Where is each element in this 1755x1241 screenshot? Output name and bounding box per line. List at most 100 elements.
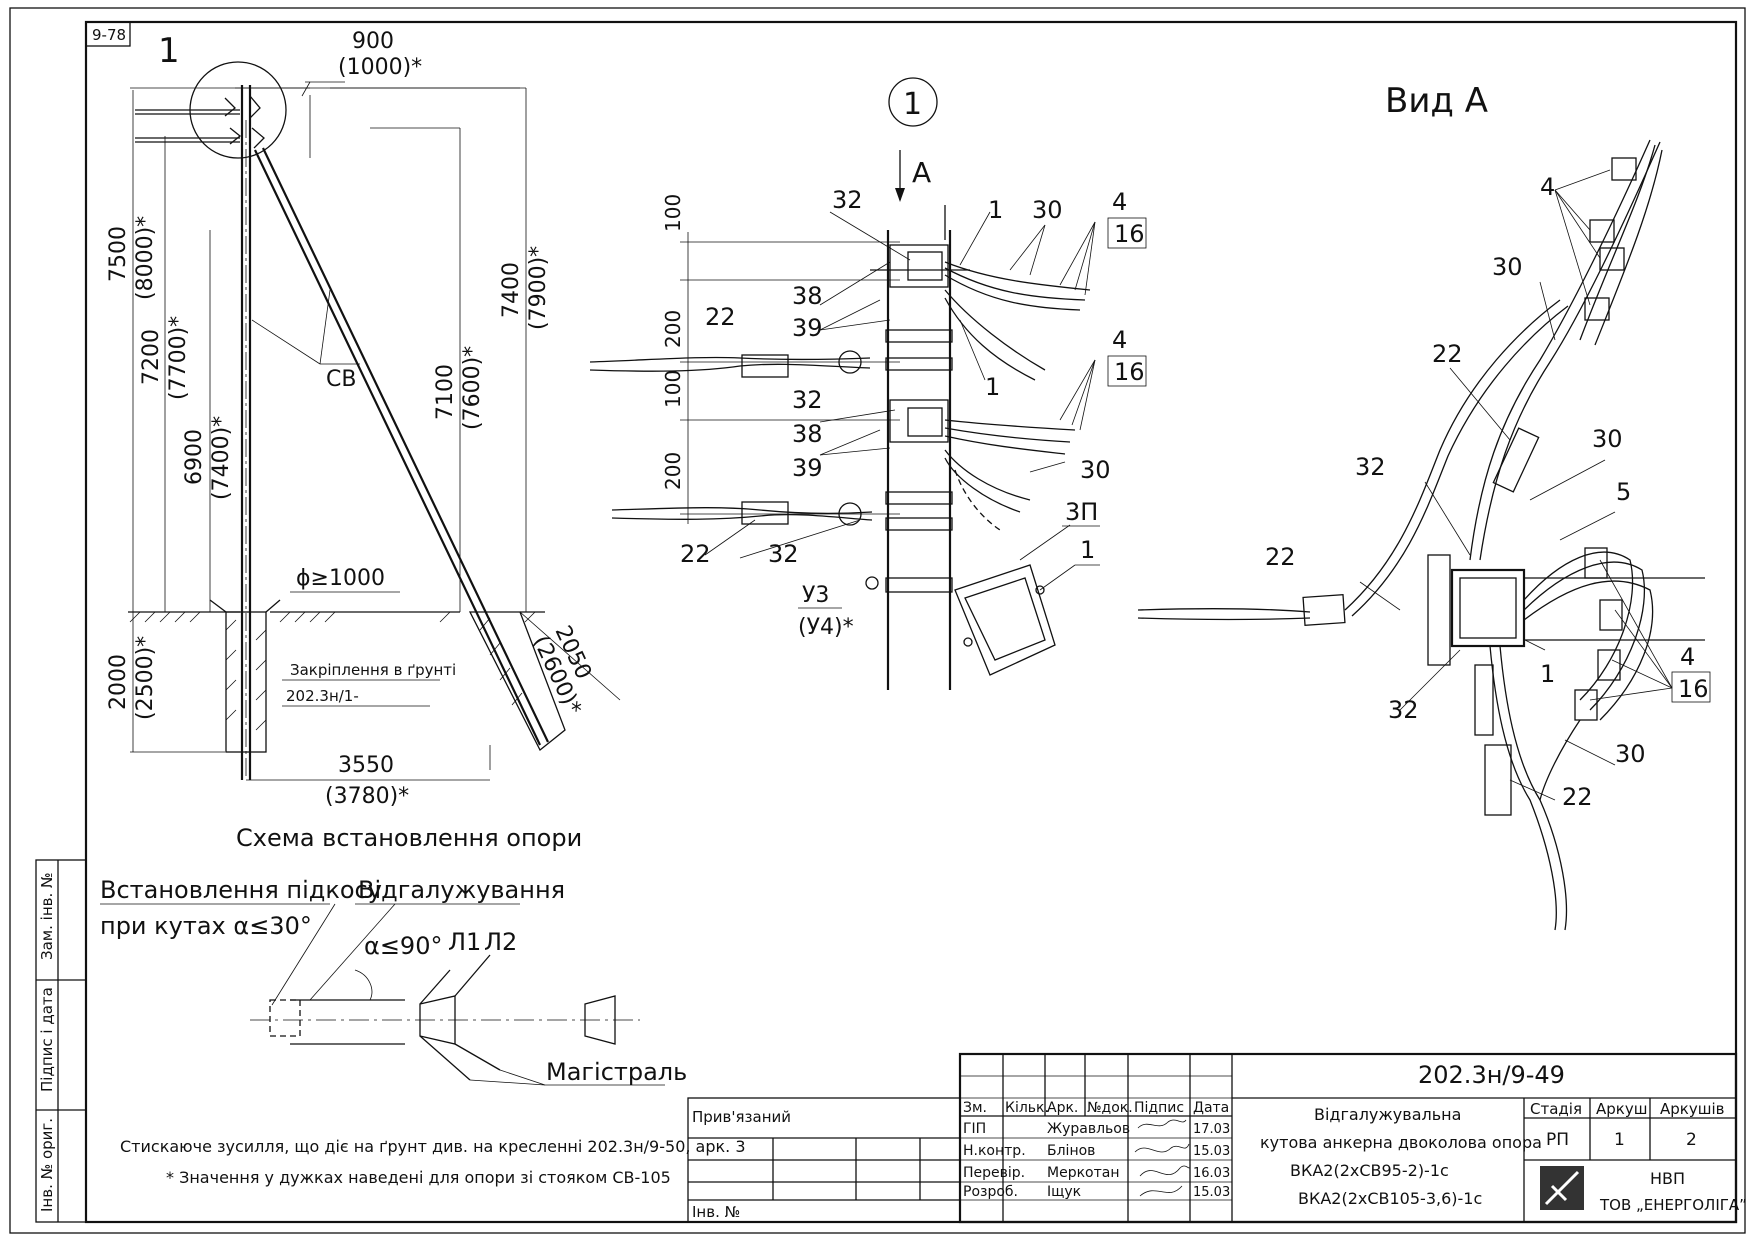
stamp-desc-1: кутова анкерна двоколова опора	[1260, 1133, 1542, 1152]
view-part-30-b: 30	[1592, 425, 1623, 453]
stamp-date-2: 16.03	[1193, 1166, 1230, 1181]
angle-sketches: Встановлення підкосу при кутах α≤30° Від…	[100, 876, 687, 1086]
stamp-name-2: Меркотан	[1047, 1165, 1120, 1181]
note-2: * Значення у дужках наведені для опори з…	[166, 1168, 671, 1187]
title-block: Прив'язаний Інв. № Зм. Кільк. Арк. №док.…	[687, 1052, 1747, 1224]
strut-title-1: Встановлення підкосу	[100, 876, 382, 904]
detail-dim-3: 100	[661, 370, 685, 408]
view-part-4-a: 4	[1540, 173, 1555, 201]
part-39-b: 39	[792, 454, 823, 482]
cv-label: СВ	[326, 367, 356, 392]
part-30-a: 30	[1032, 196, 1063, 224]
stamp-date-1: 15.03	[1193, 1144, 1230, 1159]
anchor-note-2: 202.3н/1-	[286, 687, 359, 705]
dim-pit: ϕ≥1000	[296, 566, 385, 591]
stamp-role-1: Н.контр.	[963, 1143, 1026, 1159]
part-1-a: 1	[988, 196, 1003, 224]
stamp-date-0: 17.03	[1193, 1122, 1230, 1137]
stamp-desc-3: ВКА2(2хСВ105-3,6)-1с	[1298, 1189, 1482, 1208]
dim-top-w-alt: (1000)*	[338, 55, 422, 80]
part-3p: 3П	[1065, 498, 1098, 526]
scheme-callout: 1	[158, 31, 180, 71]
inner-frame	[84, 20, 1738, 1224]
view-part-22-a: 22	[1432, 340, 1463, 368]
stamp-desc-0: Відгалужувальна	[1314, 1105, 1461, 1124]
view-part-30-a: 30	[1492, 253, 1523, 281]
dim-h4-alt: (7900)*	[526, 246, 551, 330]
stamp-date-3: 15.03	[1193, 1185, 1230, 1200]
strut-title-2: при кутах α≤30°	[100, 912, 312, 940]
view-a: Вид А	[1137, 81, 1711, 931]
dim-base-alt: (3780)*	[325, 784, 409, 809]
part-32-a: 32	[832, 186, 863, 214]
l1-label: Л1	[448, 928, 481, 956]
note-1: Стискаюче зусилля, що діє на ґрунт див. …	[120, 1137, 746, 1156]
stamp-desc-2: ВКА2(2хСВ95-2)-1с	[1290, 1161, 1449, 1180]
dim-h4: 7400	[499, 262, 524, 318]
scheme-title: Схема встановлення опори	[236, 824, 582, 852]
anchor-note-1: Закріплення в ґрунті	[290, 661, 456, 679]
stamp-sheet: 1	[1614, 1130, 1625, 1150]
stamp-stage-h: Стадія	[1530, 1100, 1582, 1118]
stamp-h-zm: Зм.	[963, 1100, 987, 1116]
stamp-sheet-h: Аркуш	[1596, 1100, 1647, 1118]
main-line-label: Магістраль	[546, 1058, 687, 1086]
alpha-label: α≤90°	[364, 932, 442, 960]
part-22-b: 22	[680, 540, 711, 568]
dim-h1: 7500	[106, 226, 131, 282]
dim-h2-alt: (7700)*	[166, 316, 191, 400]
part-30-b: 30	[1080, 456, 1111, 484]
dim-h2: 7200	[139, 329, 164, 385]
dim-h1-alt: (8000)*	[133, 216, 158, 300]
stamp-inv: Інв. №	[692, 1203, 740, 1221]
part-38-b: 38	[792, 420, 823, 448]
view-part-5: 5	[1616, 478, 1631, 506]
org-1: НВП	[1650, 1169, 1685, 1188]
view-part-22-b: 22	[1265, 543, 1296, 571]
side-pidpys: Підпис і дата	[38, 987, 56, 1092]
branch-title: Відгалужування	[358, 876, 565, 904]
detail-dim-4: 200	[661, 452, 685, 490]
view-part-32-b: 32	[1388, 696, 1419, 724]
side-stamp: Зам. інв. № Підпис і дата Інв. № ориг.	[35, 859, 87, 1223]
u3-label: У3	[802, 583, 829, 608]
u4-label: (У4)*	[798, 615, 854, 640]
part-32-c: 32	[768, 540, 799, 568]
dim-h3: 6900	[182, 429, 207, 485]
outer-border	[9, 7, 1746, 1234]
detail-circle-label: 1	[903, 87, 922, 122]
detail-1: 1 А	[589, 77, 1147, 690]
dim-depth-alt: (2500)*	[133, 636, 158, 720]
part-22-a: 22	[705, 303, 736, 331]
stamp-role-3: Розроб.	[963, 1184, 1018, 1200]
l2-label: Л2	[484, 928, 517, 956]
view-a-title: Вид А	[1385, 81, 1488, 121]
dim-h5-alt: (7600)*	[460, 346, 485, 430]
part-1-b: 1	[985, 373, 1000, 401]
view-arrow-label: А	[912, 156, 931, 189]
stamp-sheets-h: Аркушів	[1660, 1100, 1724, 1118]
sheet-ref: 9-78	[92, 26, 126, 44]
stamp-pryviaz: Прив'язаний	[692, 1108, 791, 1126]
stamp-role-0: ГІП	[963, 1121, 986, 1137]
stamp-name-3: Іщук	[1047, 1184, 1081, 1200]
dim-h5: 7100	[433, 364, 458, 420]
signatures	[1134, 1119, 1191, 1197]
stamp-name-1: Блінов	[1047, 1143, 1095, 1159]
stamp-name-0: Журавльов	[1047, 1121, 1130, 1137]
stamp-h-kilk: Кільк.	[1005, 1100, 1049, 1116]
part-4-b: 4	[1112, 326, 1127, 354]
view-part-32-a: 32	[1355, 453, 1386, 481]
view-part-16: 16	[1678, 675, 1709, 703]
side-zam: Зам. інв. №	[38, 872, 56, 960]
part-16-b: 16	[1114, 358, 1145, 386]
sheet-ref-box	[85, 21, 131, 47]
dim-h3-alt: (7400)*	[209, 416, 234, 500]
detail-dim-1: 100	[661, 194, 685, 232]
dim-top-w: 900	[352, 29, 394, 54]
installation-scheme: 1 900 (1000)* 7500 (8000)* 7200 (7700)* …	[106, 29, 621, 852]
part-1-c: 1	[1080, 536, 1095, 564]
stamp-h-data: Дата	[1193, 1100, 1229, 1116]
view-part-4-b: 4	[1680, 643, 1695, 671]
